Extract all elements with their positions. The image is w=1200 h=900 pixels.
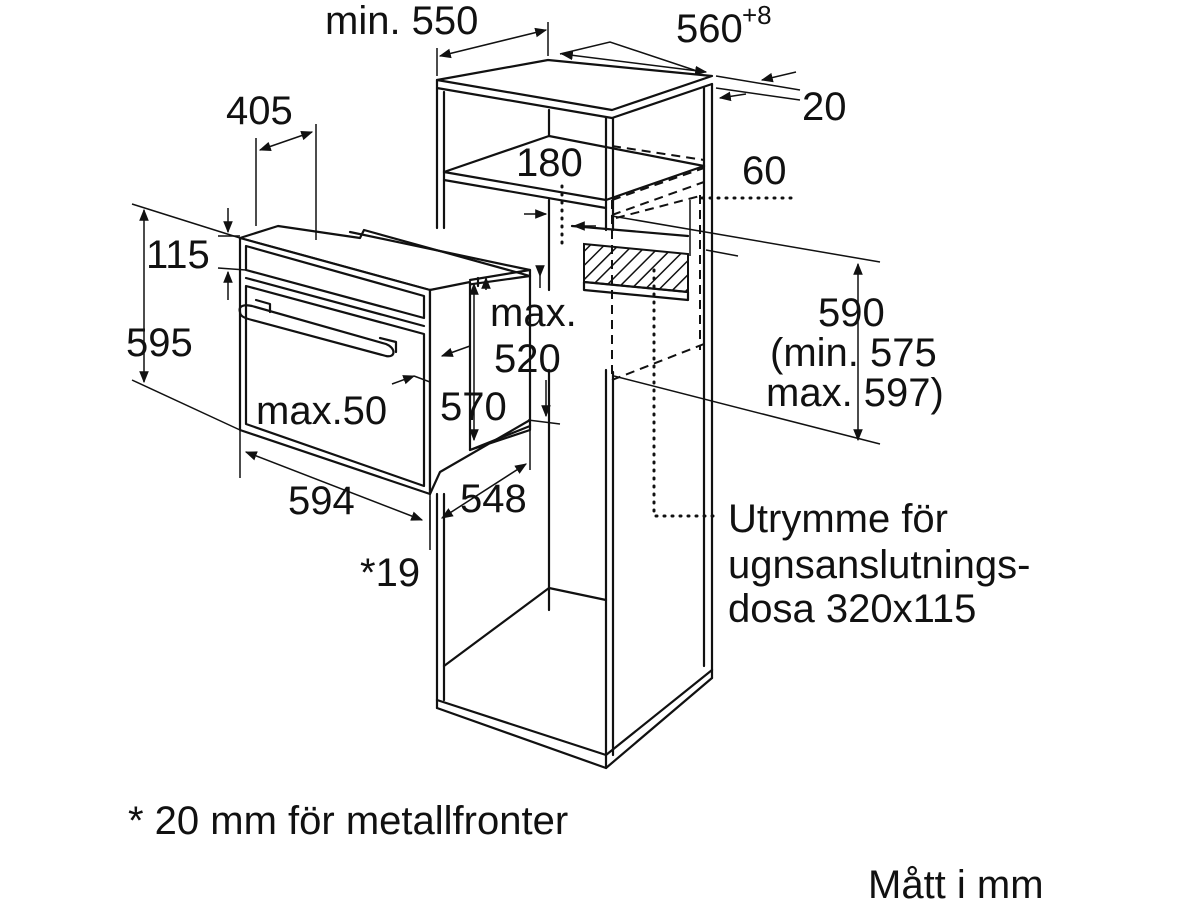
label-max-597: max. 597)	[766, 371, 944, 415]
label-115: 115	[146, 233, 210, 277]
label-min-550: min. 550	[325, 0, 478, 43]
label-570: 570	[440, 385, 507, 429]
label-max-50: max.50	[256, 389, 387, 433]
socket-area	[570, 224, 690, 302]
label-590: 590	[818, 291, 885, 335]
label-20: 20	[802, 85, 847, 129]
label-548: 548	[460, 477, 527, 521]
socket-note-line2: ugnsanslutnings-	[728, 543, 1030, 587]
label-594: 594	[288, 479, 355, 523]
label-520: 520	[494, 337, 561, 381]
label-595: 595	[126, 321, 193, 365]
label-min-575: (min. 575	[770, 331, 937, 375]
label-560: 560	[676, 7, 743, 51]
footnote: * 20 mm för metallfronter	[128, 799, 568, 843]
label-405: 405	[226, 89, 293, 133]
cabinet	[435, 58, 714, 770]
label-max: max.	[490, 291, 577, 335]
dimension-lines	[131, 22, 881, 550]
label-star-19: *19	[360, 551, 420, 595]
label-180: 180	[516, 141, 583, 185]
oven	[238, 224, 532, 496]
label-60: 60	[742, 149, 787, 193]
units-note: Mått i mm	[868, 863, 1044, 900]
socket-note: Utrymme för ugnsanslutnings- dosa 320x11…	[728, 497, 1030, 631]
dimension-labels: min. 550 560 +8 20 405 180 60 115 595 ma…	[126, 0, 944, 595]
socket-note-line1: Utrymme för	[728, 497, 948, 541]
socket-note-line3: dosa 320x115	[728, 587, 976, 631]
label-560-tolerance: +8	[742, 0, 772, 30]
